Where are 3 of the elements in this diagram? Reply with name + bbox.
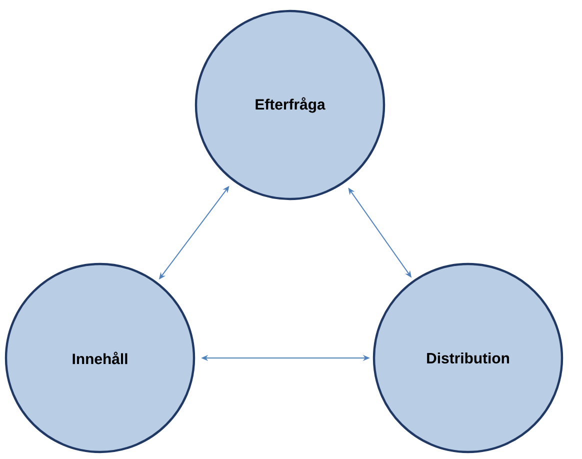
circle-node: Distribution xyxy=(372,262,564,454)
circle-node: Efterfråga xyxy=(194,10,386,200)
circle-node: Innehåll xyxy=(4,262,196,454)
